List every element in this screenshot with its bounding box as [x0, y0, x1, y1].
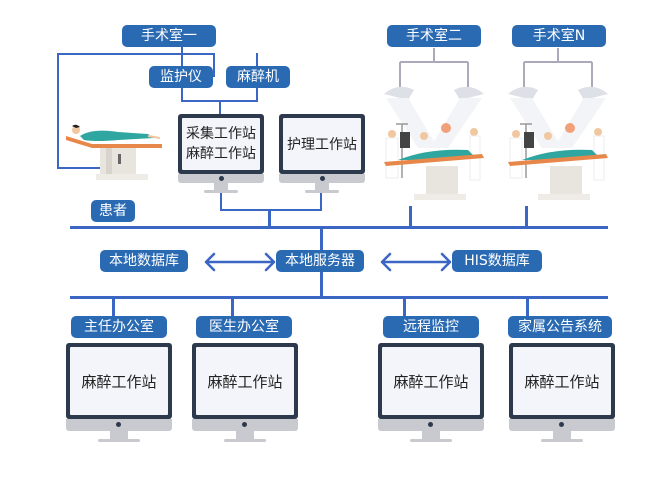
office-director-label: 主任办公室	[71, 316, 167, 338]
or-room-2-label: 手术室二	[387, 25, 481, 47]
or2-to-bus	[409, 206, 412, 228]
office-remote-monitor-label: 远程监控	[383, 316, 479, 338]
collection-anesthesia-workstation-monitor: 采集工作站 麻醉工作站	[178, 114, 264, 194]
local-server-label: 本地服务器	[276, 250, 364, 272]
or1-bracket-left	[57, 53, 59, 169]
orn-to-bus	[525, 206, 528, 228]
power-dot	[219, 176, 224, 181]
or1-bracket-right	[213, 53, 215, 77]
power-dot	[320, 176, 325, 181]
double-arrow-left	[204, 251, 276, 273]
patient-label: 患者	[91, 200, 135, 222]
power-dot	[428, 422, 433, 427]
drop-office-1	[112, 298, 115, 318]
family-notice-monitor: 麻醉工作站	[509, 343, 615, 443]
bus-top	[70, 226, 608, 229]
monitor-line-1: 护理工作站	[287, 137, 357, 153]
bus-bottom	[70, 296, 608, 299]
ws2-down	[320, 193, 322, 211]
drop-office-3	[403, 298, 406, 318]
monitor-text: 麻醉工作站	[207, 372, 283, 391]
ws-join	[220, 209, 322, 211]
monitor-text: 麻醉工作站	[524, 372, 600, 391]
office-doctor-monitor: 麻醉工作站	[192, 343, 298, 443]
or-room-n-label: 手术室N	[512, 25, 606, 47]
power-dot	[559, 422, 564, 427]
monitor-text: 麻醉工作站	[393, 372, 469, 391]
remote-monitor-monitor: 麻醉工作站	[378, 343, 484, 443]
or-room-n-illustration	[502, 48, 614, 208]
monitor-line-2: 麻醉工作站	[186, 146, 256, 162]
office-family-notice-label: 家属公告系统	[508, 316, 612, 338]
office-director-monitor: 麻醉工作站	[66, 343, 172, 443]
or1-bracket-top	[57, 53, 215, 55]
or-room-1-label: 手术室一	[122, 25, 216, 47]
local-database-label: 本地数据库	[100, 250, 188, 272]
device-anesthesia-machine-label: 麻醉机	[226, 66, 290, 88]
power-dot	[242, 422, 247, 427]
office-doctor-label: 医生办公室	[196, 316, 292, 338]
or1-bracket-bottom	[57, 167, 107, 169]
or-room-2-illustration	[378, 48, 490, 208]
ws-to-bus	[268, 209, 271, 228]
monitor-text: 麻醉工作站	[81, 372, 157, 391]
double-arrow-right	[380, 251, 452, 273]
monitor-line-1: 采集工作站	[186, 126, 256, 142]
drop-office-2	[231, 298, 234, 318]
patient-on-table-illustration	[62, 118, 172, 184]
drop-office-4	[526, 298, 529, 318]
device-monitor-label: 监护仪	[149, 66, 213, 88]
device-to-ws	[219, 100, 221, 114]
his-database-label: HIS数据库	[452, 250, 542, 272]
ws1-down	[220, 193, 222, 211]
nursing-workstation-monitor: 护理工作站	[279, 114, 365, 194]
power-dot	[116, 422, 121, 427]
or1-title-connector	[181, 44, 183, 54]
